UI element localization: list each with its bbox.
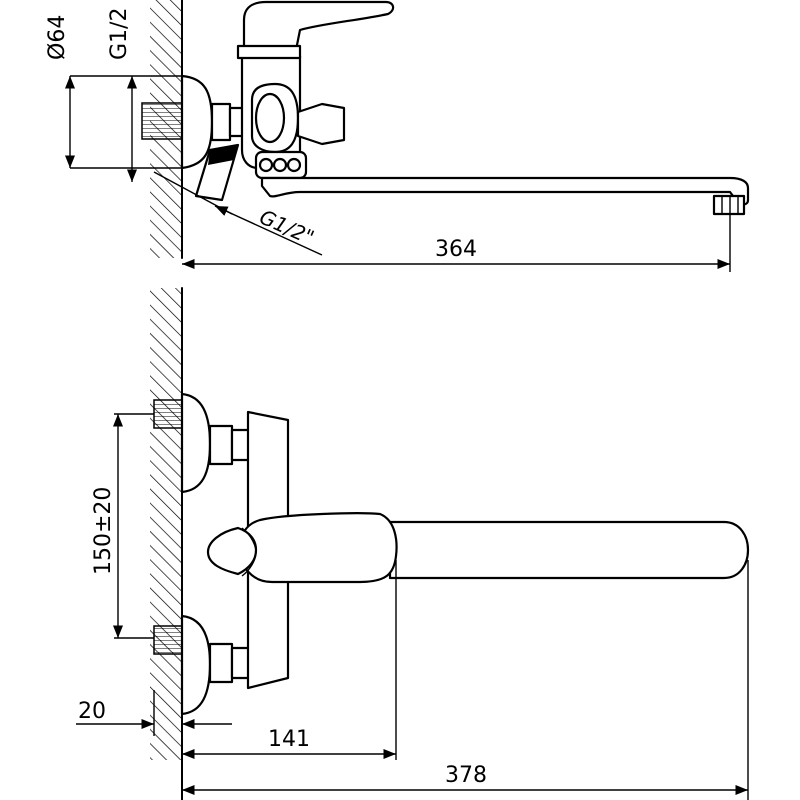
wall-flange-lower [180,614,212,716]
lever-handle-side [242,0,395,52]
leader-angled-inlet-text [214,205,323,256]
inlet-thread-side [141,102,183,140]
eccentric-nut-side [210,102,232,142]
wall-hatch-bottom [150,288,182,760]
dim-label-thread-top: G1/2 [107,8,132,60]
eccentric-nut-lower [208,642,234,684]
body-disc-side [254,92,286,144]
diverter-knob-side [296,102,346,146]
spout-side [260,176,750,206]
dim-label-handle: 141 [268,727,310,752]
wall-flange-side [180,74,214,170]
joint-ball-1 [258,157,274,173]
dim-label-thread-angled: G1/2" [256,205,318,250]
dim-label-inlet-spacing: 150±20 [91,487,116,575]
angled-inlet-thread [208,145,238,165]
joint-ball-2 [272,157,288,173]
inlet-thread-upper [153,399,183,429]
eccentric-nut-upper [208,424,234,466]
aerator-side [712,194,746,216]
lever-tip-front [206,526,258,576]
joint-ball-3 [286,157,302,173]
dim-label-offset: 20 [78,699,106,724]
dim-label-overall: 378 [445,763,487,788]
side-view: Ø64 G1/2 G1/2" 364 [45,0,750,272]
dim-label-flange-diameter: Ø64 [45,15,70,60]
dim-label-spout-reach: 364 [435,237,477,262]
front-view: 150±20 20 141 378 [76,287,750,800]
spout-front [388,520,750,580]
handle-cap-side [236,44,302,60]
inlet-thread-lower [153,625,183,655]
wall-flange-upper [180,392,212,494]
handle-body-front [238,512,398,584]
